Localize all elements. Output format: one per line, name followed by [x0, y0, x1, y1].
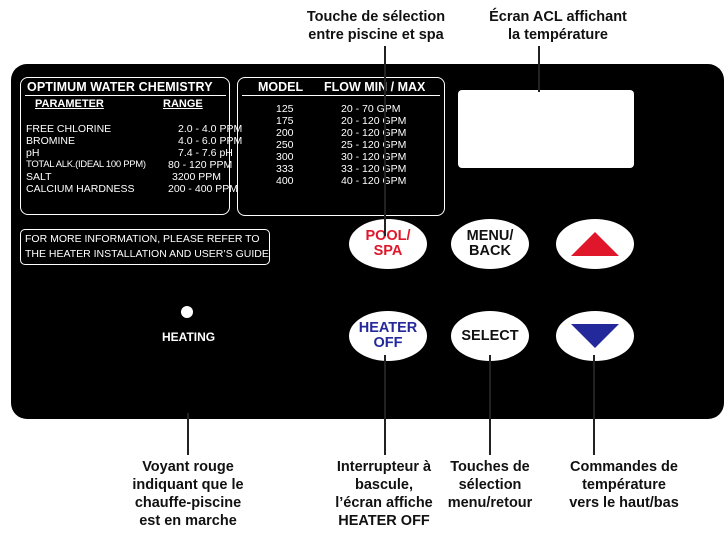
callout-heating-line1: Voyant rouge: [142, 459, 234, 475]
chemistry-row: FREE CHLORINE 2.0 - 4.0 PPM: [26, 123, 242, 135]
heater-off-label-line2: OFF: [373, 335, 403, 351]
flow-range: 30 - 120 GPM: [341, 151, 407, 163]
chemistry-row: pH 7.4 - 7.6 pH: [26, 147, 233, 159]
flow-range: 25 - 120 GPM: [341, 139, 407, 151]
heater-off-button[interactable]: HEATER OFF: [349, 311, 427, 361]
flow-range: 40 - 120 GPM: [341, 175, 407, 187]
water-chemistry-box: OPTIMUM WATER CHEMISTRY PARAMETER RANGE …: [20, 77, 242, 215]
chemistry-parameter: FREE CHLORINE: [26, 123, 112, 135]
select-label: SELECT: [461, 327, 519, 344]
chemistry-range: 80 - 120 PPM: [168, 159, 233, 171]
heating-led-indicator: [181, 306, 193, 318]
menu-back-label-line2: BACK: [469, 243, 511, 259]
select-button[interactable]: SELECT: [451, 311, 529, 361]
callout-temperature: Commandes de température vers le haut/ba…: [540, 458, 708, 512]
callout-pool-spa-line2: entre piscine et spa: [308, 27, 444, 43]
flow-col-flow: FLOW MIN / MAX: [324, 80, 426, 94]
flow-row: 125 20 - 70 GPM: [238, 103, 444, 115]
chemistry-row: CALCIUM HARDNESS 200 - 400 PPM: [26, 183, 238, 195]
chemistry-range: 4.0 - 6.0 PPM: [178, 135, 243, 147]
callout-menu-select: Touches de sélection menu/retour: [432, 458, 548, 512]
flow-model: 400: [276, 175, 294, 187]
leader-line-pool-spa: [384, 46, 386, 236]
flow-row: 400 40 - 120 GPM: [238, 175, 444, 187]
callout-lcd: Écran ACL affichant la température: [470, 8, 646, 44]
callout-menu-select-line1: Touches de: [450, 459, 530, 475]
temperature-up-button[interactable]: [556, 219, 634, 269]
callout-heating-line2: indiquant que le: [132, 477, 244, 493]
chemistry-divider: [25, 95, 226, 96]
flow-model: 175: [276, 115, 294, 127]
chemistry-row: TOTAL ALK.(IDEAL 100 PPM) 80 - 120 PPM: [26, 159, 232, 171]
leader-line-heating: [187, 413, 189, 455]
leader-line-lcd: [538, 46, 540, 92]
callout-heater-off-line1: Interrupteur à: [336, 459, 432, 475]
flow-row: 175 20 - 120 GPM: [238, 115, 444, 127]
callout-temp-line1: Commandes de: [570, 459, 678, 475]
chemistry-range: 7.4 - 7.6 pH: [178, 147, 233, 159]
chemistry-range: 2.0 - 4.0 PPM: [178, 123, 243, 135]
callout-lcd-line1: Écran ACL affichant: [489, 9, 627, 25]
info-line1: FOR MORE INFORMATION, PLEASE REFER TO: [25, 233, 260, 245]
callout-heating-line3: chauffe-piscine: [134, 495, 242, 511]
chemistry-parameter: BROMINE: [26, 135, 76, 147]
callout-menu-select-line2: sélection: [458, 477, 522, 493]
callout-lcd-line2: la température: [508, 27, 608, 43]
leader-line-temp: [593, 355, 595, 455]
info-line2: THE HEATER INSTALLATION AND USER’S GUIDE: [25, 248, 269, 260]
flow-col-model: MODEL: [258, 80, 304, 94]
lcd-display: [458, 90, 634, 168]
chemistry-title: OPTIMUM WATER CHEMISTRY: [27, 80, 213, 94]
callout-pool-spa-line1: Touche de sélection: [306, 9, 446, 25]
chemistry-row: BROMINE 4.0 - 6.0 PPM: [26, 135, 242, 147]
flow-row: 200 20 - 120 GPM: [238, 127, 444, 139]
chemistry-range: 200 - 400 PPM: [168, 183, 239, 195]
chemistry-row: SALT 3200 PPM: [26, 171, 226, 183]
menu-back-button[interactable]: MENU/ BACK: [451, 219, 529, 269]
callout-heating-led: Voyant rouge indiquant que le chauffe-pi…: [104, 458, 272, 530]
chemistry-parameter: SALT: [26, 171, 52, 183]
callout-temp-line3: vers le haut/bas: [569, 495, 679, 511]
flow-model: 200: [276, 127, 294, 139]
chemistry-range: 3200 PPM: [172, 171, 222, 183]
pool-spa-label-line2: SPA: [373, 243, 403, 259]
pool-spa-button[interactable]: POOL/ SPA: [349, 219, 427, 269]
flow-range: 20 - 120 GPM: [341, 127, 407, 139]
flow-range: 33 - 120 GPM: [341, 163, 407, 175]
flow-model: 250: [276, 139, 294, 151]
chemistry-parameter: TOTAL ALK.(IDEAL 100 PPM): [26, 159, 146, 170]
callout-pool-spa: Touche de sélection entre piscine et spa: [278, 8, 474, 44]
flow-row: 300 30 - 120 GPM: [238, 151, 444, 163]
temperature-down-button[interactable]: [556, 311, 634, 361]
up-arrow-icon: [571, 232, 619, 256]
callout-menu-select-line3: menu/retour: [447, 495, 533, 511]
callout-heater-off-line4: HEATER OFF: [338, 513, 430, 529]
callout-heating-line4: est en marche: [139, 513, 237, 529]
callout-heater-off-line3: l’écran affiche: [335, 495, 433, 511]
flow-range: 20 - 120 GPM: [341, 115, 407, 127]
leader-line-heater-off: [384, 355, 386, 455]
chemistry-col-parameter: PARAMETER: [35, 98, 104, 110]
info-box: FOR MORE INFORMATION, PLEASE REFER TO TH…: [20, 229, 270, 265]
flow-row: 250 25 - 120 GPM: [238, 139, 444, 151]
flow-divider: [242, 95, 440, 96]
callout-heater-off: Interrupteur à bascule, l’écran affiche …: [304, 458, 464, 530]
leader-line-select: [489, 355, 491, 455]
flow-row: 333 33 - 120 GPM: [238, 163, 444, 175]
down-arrow-icon: [571, 324, 619, 348]
flow-model: 333: [276, 163, 294, 175]
flow-model: 300: [276, 151, 294, 163]
menu-back-label-line1: MENU/: [466, 228, 514, 244]
heater-off-label-line1: HEATER: [358, 320, 418, 336]
chemistry-col-range: RANGE: [163, 98, 203, 110]
heating-label: HEATING: [162, 330, 216, 344]
callout-heater-off-line2: bascule,: [354, 477, 414, 493]
chemistry-parameter: CALCIUM HARDNESS: [26, 183, 135, 195]
callout-temp-line2: température: [582, 477, 666, 493]
flow-model: 125: [276, 103, 294, 115]
chemistry-parameter: pH: [26, 147, 40, 159]
pool-spa-label-line1: POOL/: [365, 228, 411, 244]
flow-range: 20 - 70 GPM: [341, 103, 401, 115]
